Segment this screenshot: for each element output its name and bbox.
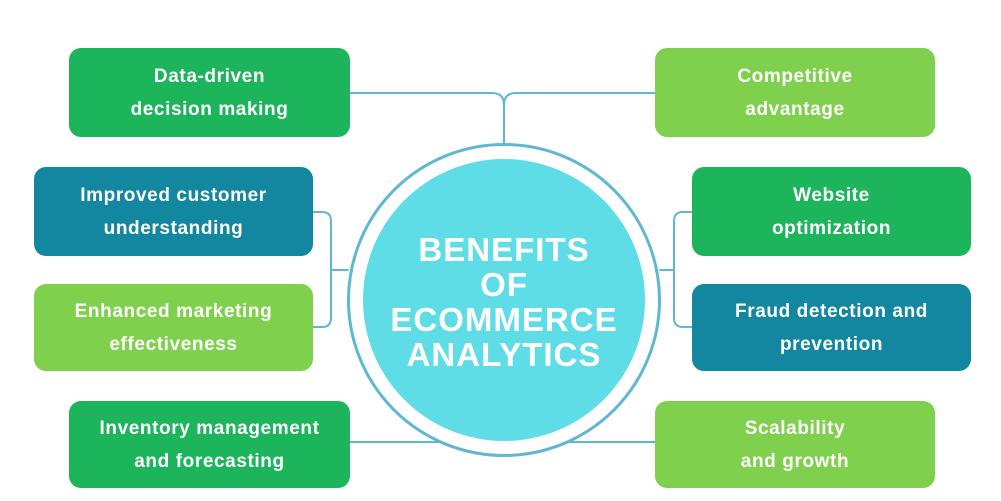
benefit-scalability-growth: Scalability and growth <box>655 401 935 488</box>
benefit-inventory-management-forecasting: Inventory management and forecasting <box>69 401 350 488</box>
benefit-label: Improved customer understanding <box>80 184 267 239</box>
center-circle: BENEFITS OF ECOMMERCE ANALYTICS <box>363 159 645 441</box>
connector-top-left <box>349 92 505 145</box>
benefit-label: Inventory management and forecasting <box>99 417 320 472</box>
benefit-label: Fraud detection and prevention <box>735 300 928 355</box>
benefit-label: Data-driven decision making <box>130 65 289 120</box>
benefit-competitive-advantage: Competitive advantage <box>655 48 935 137</box>
benefit-data-driven-decision-making: Data-driven decision making <box>69 48 350 137</box>
benefit-label: Enhanced marketing effectiveness <box>74 300 273 355</box>
connector-mid-left <box>312 211 349 328</box>
benefit-enhanced-marketing-effectiveness: Enhanced marketing effectiveness <box>34 284 313 371</box>
benefit-label: Scalability and growth <box>740 417 850 472</box>
benefit-label: Competitive advantage <box>737 65 853 120</box>
benefit-website-optimization: Website optimization <box>692 167 971 256</box>
connector-top-right <box>503 92 656 106</box>
benefit-improved-customer-understanding: Improved customer understanding <box>34 167 313 256</box>
connector-mid-right <box>659 211 693 328</box>
benefit-fraud-detection-prevention: Fraud detection and prevention <box>692 284 971 371</box>
benefit-label: Website optimization <box>771 184 892 239</box>
center-title: BENEFITS OF ECOMMERCE ANALYTICS <box>390 231 618 373</box>
